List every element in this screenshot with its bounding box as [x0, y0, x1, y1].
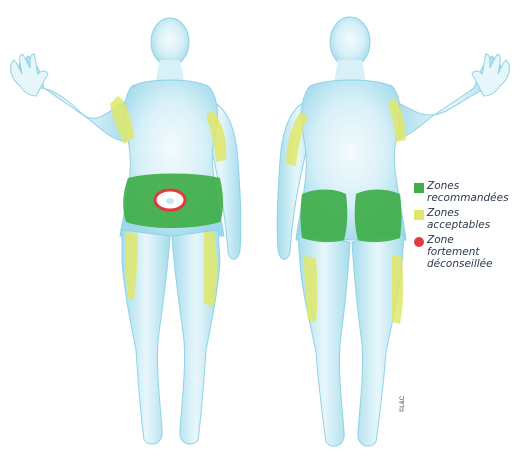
recommended-swatch	[414, 183, 424, 193]
copyright-credit: ©L&C	[400, 396, 406, 412]
back-acceptable-thigh-right	[392, 256, 403, 324]
back-head	[330, 17, 370, 67]
front-acceptable-thigh-right	[204, 232, 217, 306]
front-figure	[11, 18, 241, 444]
navel-mark	[166, 198, 174, 204]
acceptable-swatch	[414, 210, 424, 220]
legend-item-acceptable: Zones acceptables	[414, 207, 518, 231]
back-neck	[334, 60, 366, 82]
legend: Zones recommandées Zones acceptables Zon…	[414, 180, 518, 273]
legend-label-acceptable: Zones acceptables	[427, 207, 518, 231]
back-recommended-buttock-right	[355, 190, 402, 243]
legend-label-recommended: Zones recommandées	[427, 180, 518, 204]
back-acceptable-thigh-left	[304, 256, 318, 322]
front-neck	[156, 60, 184, 80]
front-head	[151, 18, 189, 66]
legend-item-discouraged: Zone fortement déconseillée	[414, 234, 518, 270]
legend-label-discouraged: Zone fortement déconseillée	[427, 234, 518, 270]
discouraged-swatch	[414, 237, 424, 247]
legend-item-recommended: Zones recommandées	[414, 180, 518, 204]
back-recommended-buttock-left	[301, 190, 348, 243]
